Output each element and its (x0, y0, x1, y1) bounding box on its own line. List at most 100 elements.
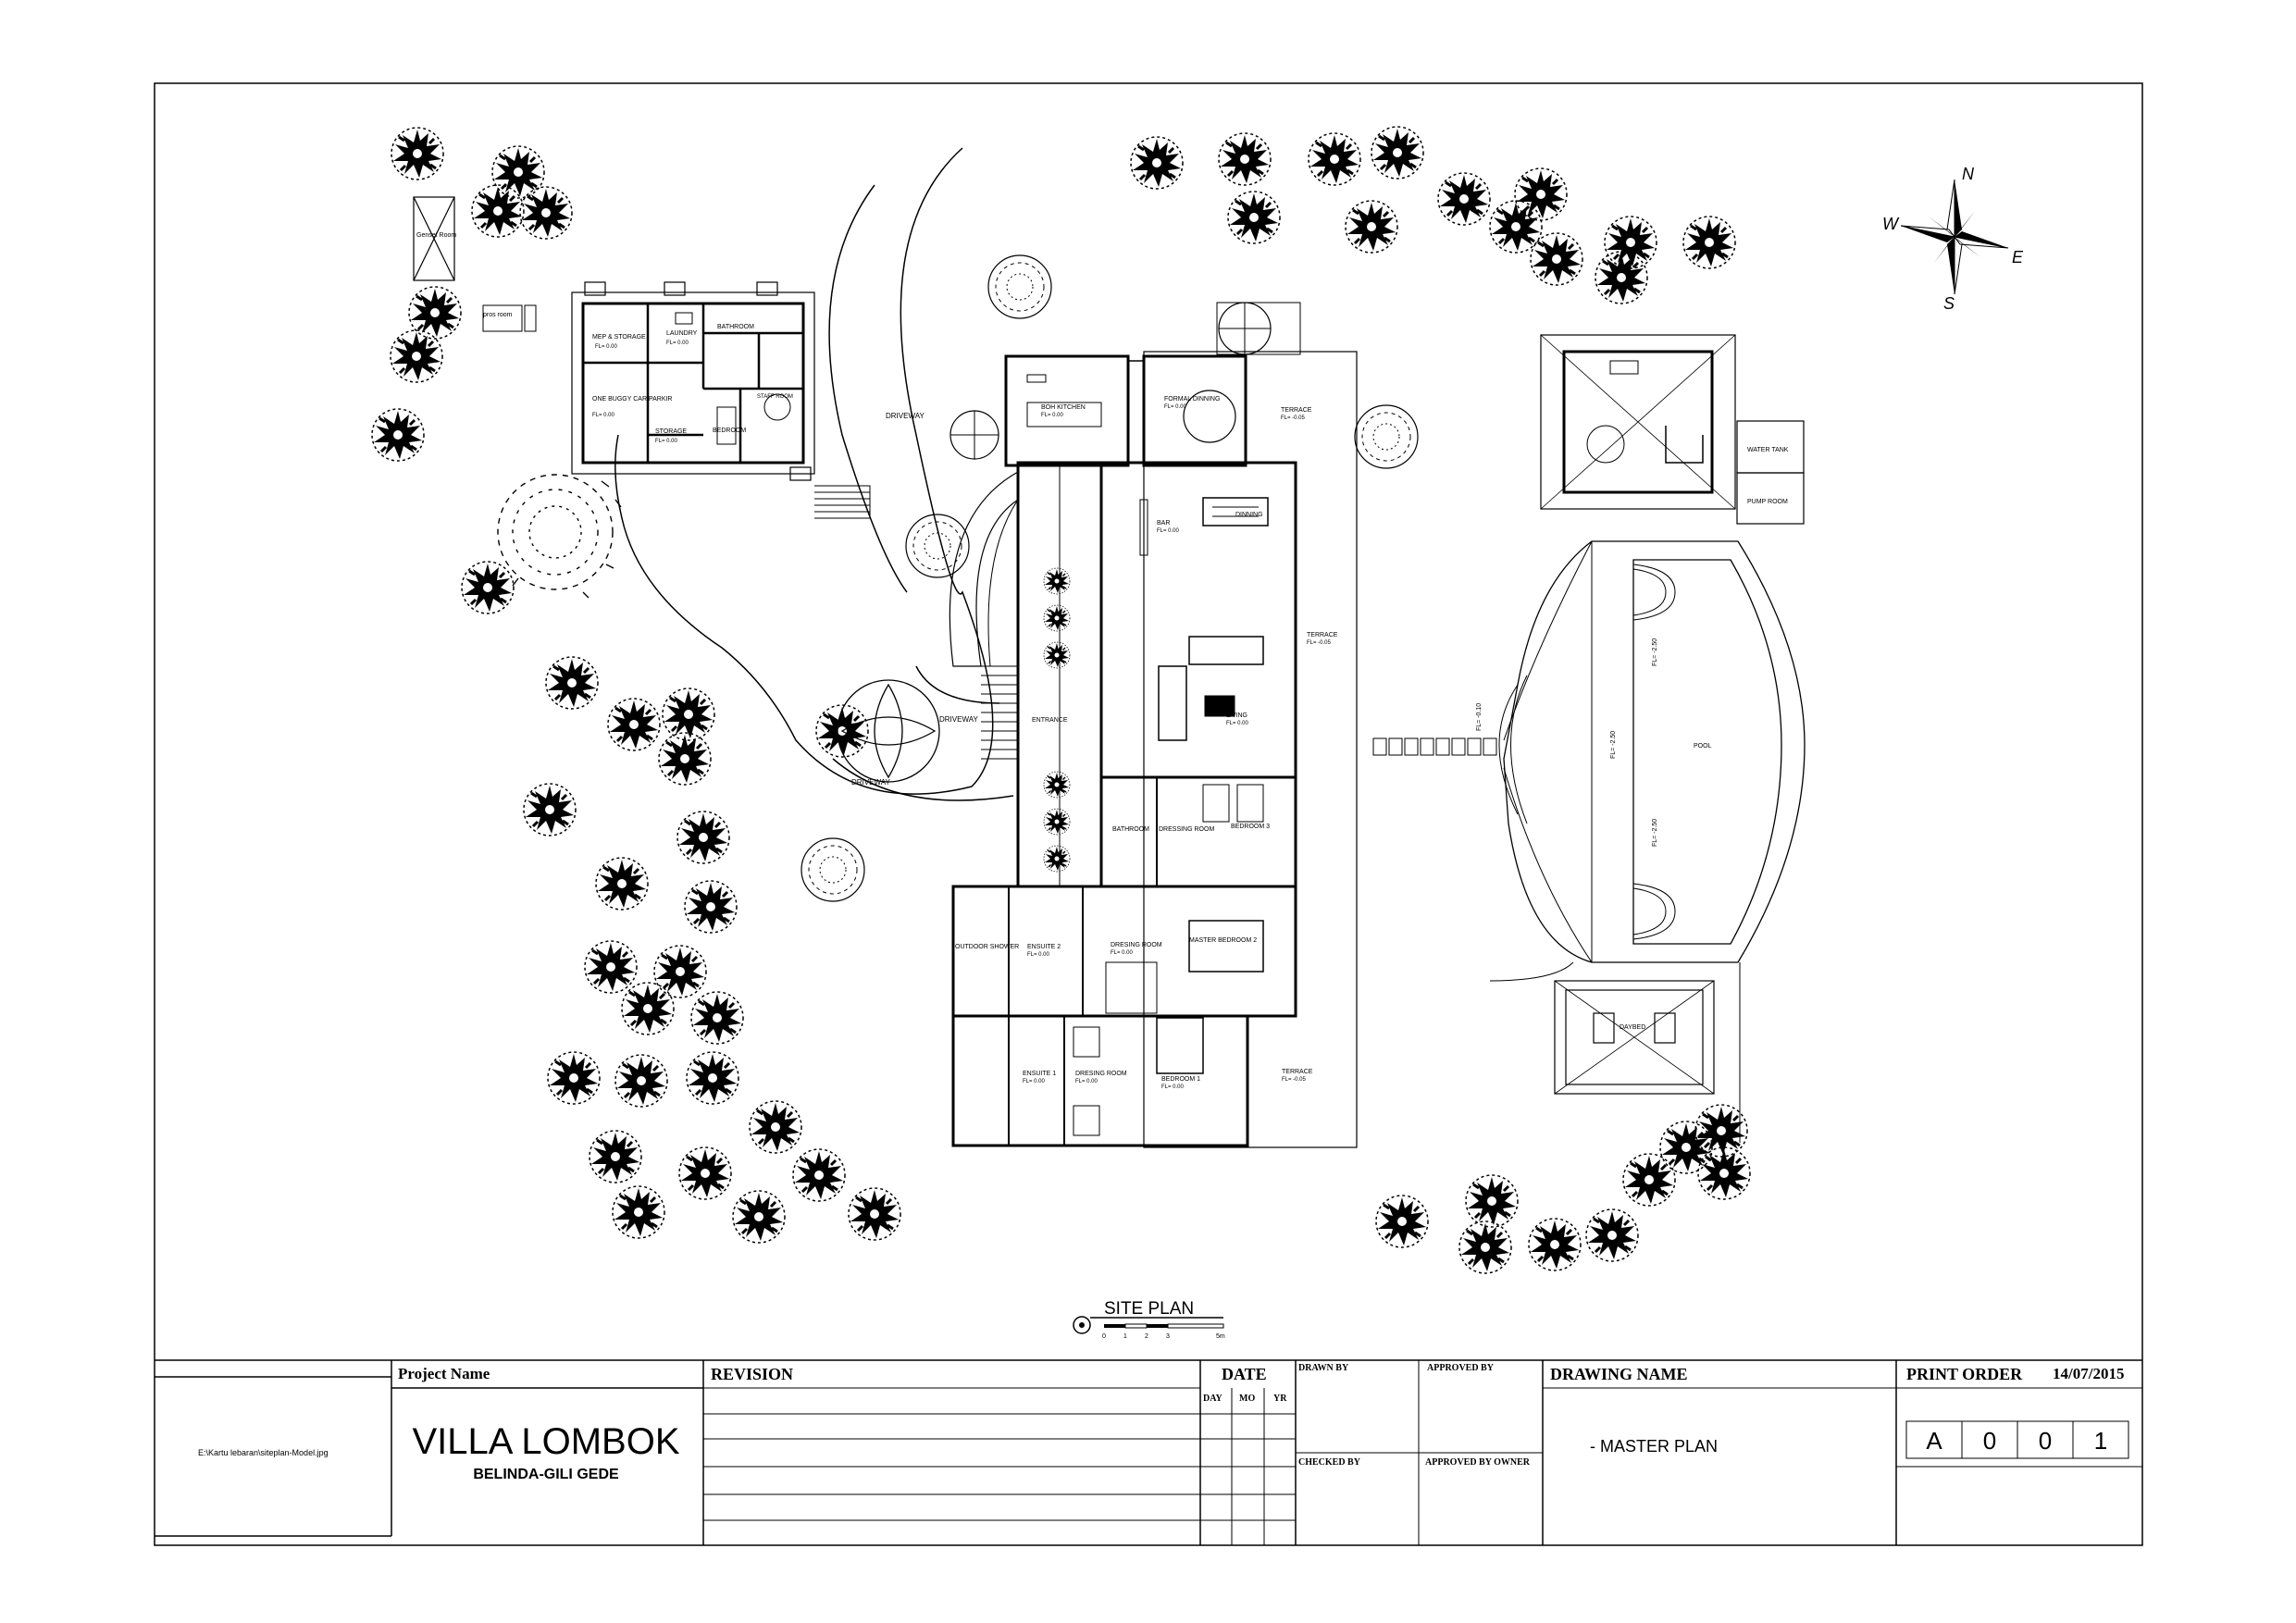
drawing-name-label: DRAWING NAME (1550, 1365, 1688, 1383)
dinning-label: DINNING (1235, 512, 1263, 518)
water-tank-label: WATER TANK (1747, 447, 1789, 453)
title-block (155, 1359, 2142, 1545)
living-fl: FL= 0.00 (1226, 721, 1249, 726)
buggy-parking-fl: FL= 0.00 (592, 413, 615, 418)
shrub-symbol (800, 837, 865, 902)
tree-symbol (685, 1050, 740, 1106)
service-bathroom-label: BATHROOM (717, 324, 754, 330)
laundry-label: LAUNDRY (666, 330, 698, 337)
storage-fl: FL= 0.00 (655, 439, 678, 444)
bathroom-bed3-label: BATHROOM (1112, 826, 1149, 833)
tree-symbol (1682, 215, 1737, 270)
dresing-room2-fl: FL= 0.00 (1111, 950, 1134, 956)
dresing-room1-label: DRESING ROOM (1075, 1071, 1127, 1077)
pool-fl-top: FL= -2.50 (1652, 638, 1658, 666)
bedroom1-label: BEDROOM 1 (1161, 1076, 1200, 1083)
tree-symbol (606, 697, 662, 752)
date-col-month: MO (1239, 1394, 1256, 1404)
pump-room-label: PUMP ROOM (1747, 499, 1788, 505)
genset-room (413, 196, 455, 281)
water-tank (1736, 420, 1805, 525)
tree-symbol (588, 1129, 643, 1184)
tree-symbol (546, 1050, 602, 1106)
outdoor-shower-label: OUTDOOR SHOWER (955, 944, 1019, 950)
drawn-by-label: DRAWN BY (1298, 1363, 1349, 1373)
scale-tick-5m: 5m (1216, 1333, 1225, 1340)
dresing-room1-fl: FL= 0.00 (1075, 1079, 1098, 1084)
daybed-label: DAYBED (1620, 1024, 1645, 1031)
tree-symbol (620, 981, 676, 1036)
driveway-curves (614, 147, 1014, 801)
tree-symbol (370, 407, 426, 463)
tree-symbol (470, 183, 526, 239)
tree-symbol (522, 782, 577, 837)
ensuite1-fl: FL= 0.00 (1023, 1079, 1046, 1084)
tree-symbol (1129, 135, 1185, 191)
tree-symbol (390, 126, 445, 181)
mep-storage-fl: FL= 0.00 (595, 344, 618, 350)
laundry-fl: FL= 0.00 (666, 341, 689, 346)
terrace-top-fl: FL= -0.05 (1281, 415, 1306, 421)
genset-room-label: Genset Room (416, 232, 456, 239)
tree-symbol (683, 879, 738, 935)
site-plan-label: SITE PLAN (1104, 1299, 1194, 1319)
tree-symbol (677, 1146, 733, 1201)
tree-symbol (1374, 1194, 1430, 1249)
tree-symbol (1226, 190, 1282, 245)
sheet-number-4: 1 (2093, 1427, 2108, 1455)
checked-by-label: CHECKED BY (1298, 1457, 1360, 1468)
approved-by-label: APPROVED BY (1427, 1363, 1494, 1373)
formal-dining-fl: FL= 0.00 (1164, 404, 1187, 410)
tree-symbol (1464, 1173, 1520, 1229)
driveway-label-top: DRIVEWAY (886, 412, 925, 420)
pool-deck-fl: FL= -0.10 (1476, 703, 1483, 731)
sheet-number-1: A (1926, 1427, 1942, 1455)
ensuite2-fl: FL= 0.00 (1027, 952, 1050, 958)
tree-symbol (1458, 1220, 1513, 1275)
pool-fl-mid: FL= -2.50 (1610, 731, 1617, 759)
tree-symbol (1529, 231, 1584, 287)
bedroom3-label: BEDROOM 3 (1231, 824, 1270, 830)
revision-label: REVISION (711, 1365, 794, 1383)
circular-tree-symbol (837, 679, 940, 783)
file-path: E:\Kartu lebaran\siteplan-Model.jpg (198, 1448, 329, 1457)
pros-room (482, 304, 537, 332)
tree-symbol (518, 185, 574, 241)
tree-symbol (1307, 131, 1362, 187)
tree-symbol (1217, 131, 1272, 187)
tree-symbol (544, 655, 600, 711)
pool (1489, 540, 1806, 1143)
daybed-pavilion (1554, 980, 1715, 1095)
date-col-day: DAY (1203, 1394, 1222, 1404)
pool-fl-bottom: FL= -2.50 (1652, 819, 1658, 847)
buggy-parking-label: ONE BUGGY CAR PARKIR (592, 396, 672, 403)
scattered-bush-canopy (497, 474, 622, 599)
boh-kitchen-label: BOH KITCHEN (1041, 404, 1086, 411)
terrace-mid-fl: FL= -0.05 (1307, 640, 1332, 646)
scale-tick-3: 3 (1166, 1333, 1170, 1340)
service-building (571, 281, 871, 519)
pros-room-label: pros room (483, 312, 513, 318)
print-date: 14/07/2015 (2053, 1365, 2125, 1382)
bedroom1-fl: FL= 0.00 (1161, 1084, 1185, 1090)
tree-symbol (661, 687, 716, 742)
tree-symbol (460, 560, 515, 615)
date-col-year: YR (1273, 1394, 1287, 1404)
approved-by-owner-label: APPROVED BY OWNER (1425, 1457, 1530, 1468)
bar-label: BAR (1157, 520, 1170, 527)
terrace-bottom-fl: FL= -0.05 (1282, 1077, 1307, 1083)
driveway-label-mid: DRIVEWAY (939, 715, 978, 724)
dresing-room2-label: DRESING ROOM (1111, 942, 1162, 948)
tree-symbol (1594, 250, 1649, 305)
ensuite1-label: ENSUITE 1 (1023, 1071, 1056, 1077)
scale-tick-0: 0 (1102, 1333, 1106, 1340)
tree-symbol (791, 1147, 847, 1203)
ensuite2-label: ENSUITE 2 (1027, 944, 1061, 950)
formal-dining-label: FORMAL DINNING (1164, 396, 1220, 403)
scale-tick-1: 1 (1123, 1333, 1127, 1340)
compass-e: E (2012, 248, 2024, 266)
scale-tick-2: 2 (1145, 1333, 1148, 1340)
tree-symbol (583, 939, 639, 995)
terrace-label-mid: TERRACE (1307, 632, 1338, 638)
bar-fl: FL= 0.00 (1157, 528, 1180, 534)
